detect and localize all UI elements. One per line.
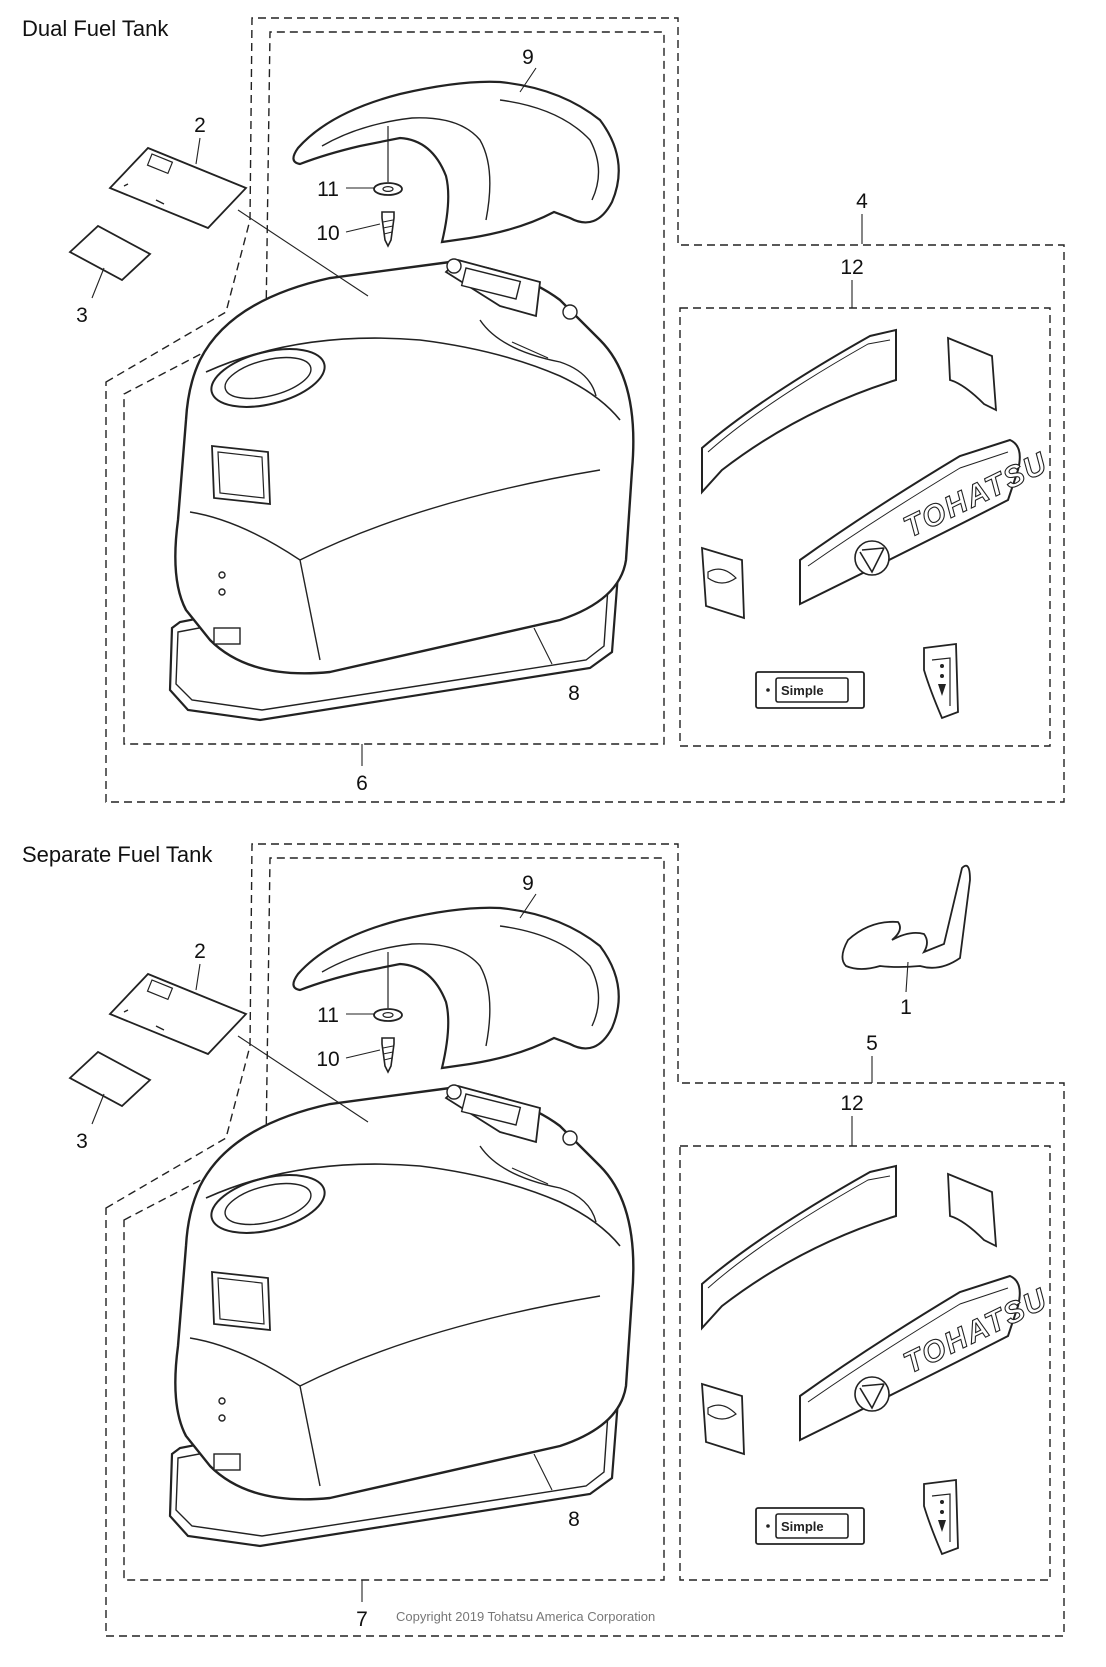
dual-fuel-tank-assembly: TOHATSU Simple 9 2 11 10 3 4 12 8 6 [68, 17, 1065, 803]
callout-12-b: 12 [840, 1092, 863, 1115]
group-outline-12 [679, 307, 1051, 747]
section-title-dual-fuel-tank: Dual Fuel Tank [22, 16, 169, 41]
decal-set-drawing [701, 329, 1021, 719]
callout-3: 3 [76, 304, 88, 327]
callout-8-b: 8 [568, 1508, 580, 1531]
group-outline-6 [105, 17, 1065, 803]
callout-8: 8 [568, 682, 580, 705]
engine-cover-drawing-2 [68, 906, 635, 1548]
callout-11: 11 [317, 178, 339, 201]
section-title-separate-fuel-tank: Separate Fuel Tank [22, 842, 213, 867]
callout-1: 1 [900, 996, 912, 1019]
group-outline-12-b [679, 1145, 1051, 1581]
callout-2: 2 [194, 114, 206, 137]
engine-cover-drawing [68, 80, 635, 722]
callout-9-b: 9 [522, 872, 534, 895]
callout-11-b: 11 [317, 1004, 339, 1027]
callout-10-b: 10 [316, 1048, 339, 1071]
decal-badge-text-2: Simple [781, 1519, 824, 1534]
separate-fuel-tank-assembly: TOHATSU Simple 9 2 11 10 3 1 5 12 8 [68, 843, 1065, 1637]
callout-6: 6 [356, 772, 368, 795]
callout-3-b: 3 [76, 1130, 88, 1153]
group-outline-7 [105, 843, 1065, 1637]
callout-10: 10 [316, 222, 339, 245]
callout-5: 5 [866, 1032, 878, 1055]
callout-4: 4 [856, 190, 868, 213]
callout-12: 12 [840, 256, 863, 279]
decal-badge-text: Simple [781, 683, 824, 698]
callout-9: 9 [522, 46, 534, 69]
decal-set-drawing-2 [701, 1165, 1021, 1555]
copyright-notice: Copyright 2019 Tohatsu America Corporati… [396, 1609, 656, 1624]
script-decal-drawing [841, 864, 971, 970]
callout-2-b: 2 [194, 940, 206, 963]
callout-7: 7 [356, 1608, 368, 1631]
